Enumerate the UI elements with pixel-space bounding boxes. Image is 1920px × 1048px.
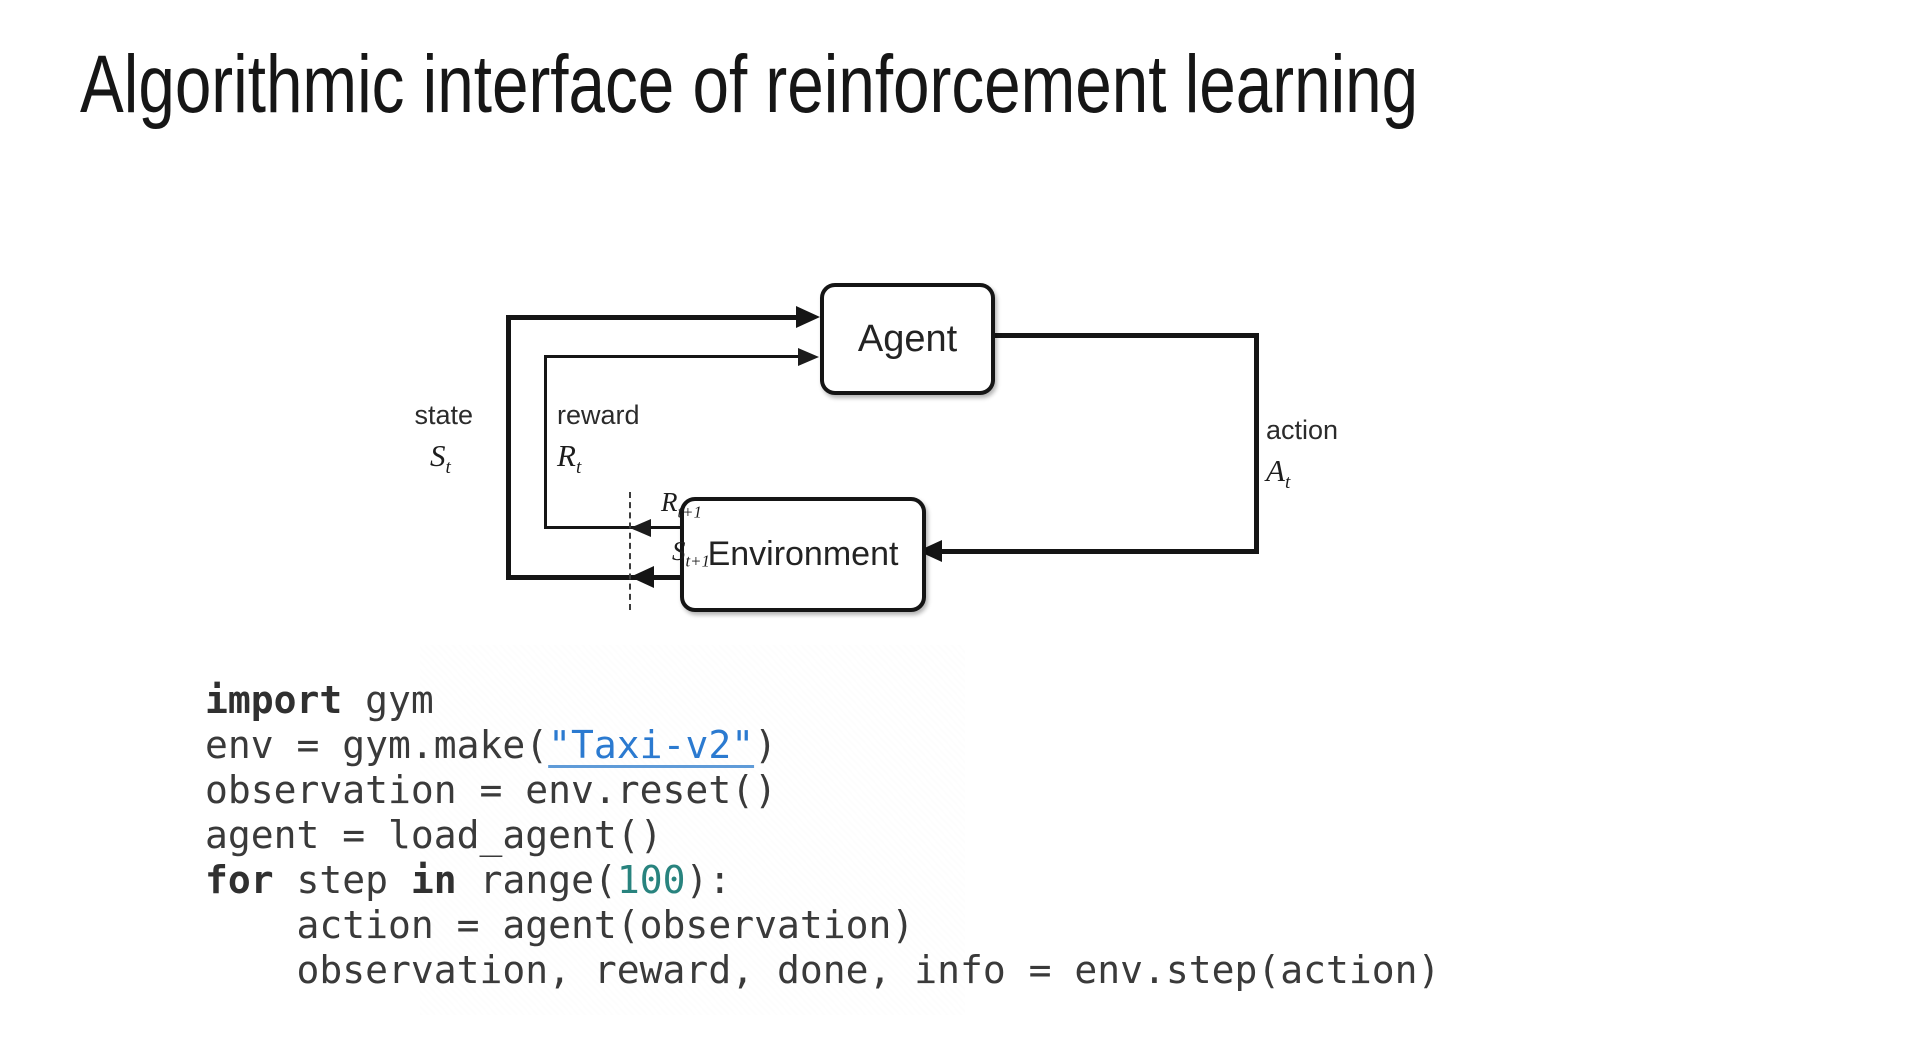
code-token: for — [205, 858, 274, 902]
code-line: for step in range(100): — [205, 858, 1440, 903]
taxi-v2-link[interactable]: "Taxi-v2" — [548, 723, 755, 767]
action-line-right — [1254, 333, 1259, 554]
next-state-arrowhead — [630, 566, 654, 588]
code-token: observation, reward, done, info = env.st… — [205, 948, 1441, 992]
code-token: action = agent(observation) — [205, 903, 915, 947]
reward-line-top — [545, 355, 800, 358]
action-label: action — [1266, 415, 1339, 445]
code-line: observation, reward, done, info = env.st… — [205, 948, 1441, 993]
code-line: env = gym.make("Taxi-v2") — [205, 723, 1440, 768]
action-line-top — [987, 333, 1259, 338]
code-line: observation = env.reset() — [205, 768, 1440, 813]
faint-background-texture — [420, 645, 965, 1015]
next-state-symbol: St+1 — [672, 536, 710, 571]
next-reward-symbol: Rt+1 — [661, 487, 702, 522]
state-symbol: St — [430, 438, 451, 479]
code-token: ): — [685, 858, 732, 902]
code-line: import gym — [205, 678, 1440, 723]
next-state-line-bottom — [506, 575, 680, 580]
action-symbol: At — [1266, 453, 1291, 494]
code-token: step — [273, 858, 411, 902]
code-token: range( — [456, 858, 617, 902]
code-token: ) — [754, 723, 777, 767]
reward-arrowhead-into-agent — [798, 348, 819, 366]
state-arrowhead-into-agent — [796, 306, 820, 328]
agent-box: Agent — [820, 283, 995, 395]
code-token: env = gym.make( — [205, 723, 549, 767]
reward-line-left — [544, 355, 547, 529]
timestep-dashed-line — [629, 492, 631, 610]
next-reward-line-bottom — [544, 526, 680, 529]
environment-box: Environment — [680, 497, 926, 612]
reward-label: reward — [557, 400, 640, 430]
code-token: agent = load_agent() — [205, 813, 663, 857]
code-line: action = agent(observation) — [205, 903, 1440, 948]
code-token: observation = env.reset() — [205, 768, 777, 812]
page-title: Algorithmic interface of reinforcement l… — [80, 39, 1419, 130]
reward-symbol: Rt — [557, 438, 582, 479]
state-label: state — [414, 400, 473, 430]
code-line: agent = load_agent() — [205, 813, 1440, 858]
next-reward-arrowhead — [630, 519, 651, 537]
code-token: 100 — [616, 858, 686, 902]
agent-label: Agent — [857, 317, 958, 360]
state-line-left — [506, 315, 511, 580]
code-token: in — [410, 858, 457, 902]
code-token: import — [205, 678, 343, 722]
state-line-top — [508, 315, 800, 320]
action-line-bottom — [940, 549, 1259, 554]
code-token: gym — [342, 678, 434, 722]
environment-label: Environment — [707, 535, 899, 573]
